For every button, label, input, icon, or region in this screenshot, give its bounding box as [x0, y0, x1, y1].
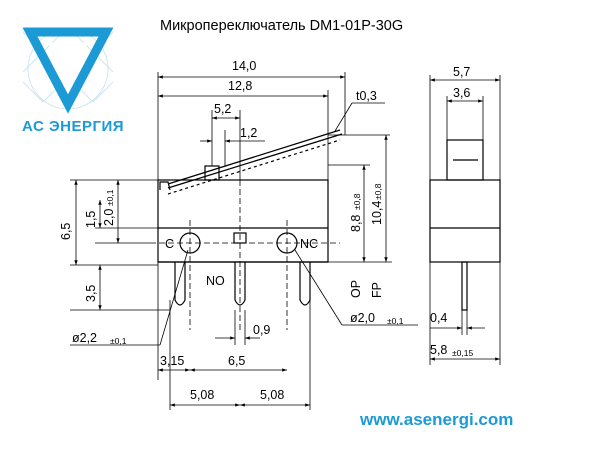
terminal-label-nc: NC [300, 237, 318, 251]
dim-3-5: 3,5 [84, 285, 98, 302]
triangle-v-logo-icon [22, 27, 114, 114]
dim-6-5-bottom: 6,5 [228, 354, 245, 368]
dim-8-8: 8,8 [349, 215, 363, 232]
dim-1-5: 1,5 [84, 211, 98, 228]
side-view-body [429, 179, 501, 263]
label-fp: FP [370, 282, 384, 298]
dim-d2-0: ø2,0 [350, 311, 375, 325]
dim-10-4-tol: ±0,8 [373, 183, 383, 200]
website-link[interactable]: www.asenergi.com [360, 410, 514, 429]
dim-5-8-tol: ±0,15 [452, 348, 473, 358]
dim-0-4: 0,4 [430, 311, 447, 325]
brand-name: АС ЭНЕРГИЯ [22, 118, 125, 135]
terminal-nc [299, 262, 311, 306]
dim-0-9: 0,9 [253, 323, 270, 337]
dim-12-8: 12,8 [228, 79, 252, 93]
dim-6-5-left: 6,5 [59, 223, 73, 240]
actuator-lever [167, 129, 341, 185]
dim-3-6: 3,6 [453, 86, 470, 100]
dim-5-08-a: 5,08 [190, 388, 214, 402]
dim-5-08-b: 5,08 [260, 388, 284, 402]
terminal-label-c: C [165, 237, 174, 251]
dim-5-8: 5,8 [430, 343, 447, 357]
dim-5-7: 5,7 [453, 65, 470, 79]
page-title: Микропереключатель DM1-01P-30G [160, 18, 404, 34]
dim-1-2: 1,2 [240, 126, 257, 140]
terminal-c [174, 262, 186, 306]
dim-3-15: 3,15 [160, 354, 184, 368]
dim-2-0-tol: ±0,1 [105, 189, 115, 206]
dim-8-8-tol: ±0,8 [352, 193, 362, 210]
dim-10-4: 10,4 [370, 201, 384, 225]
dim-d2-0-tol: ±0,1 [387, 316, 404, 326]
lever-pivot [159, 181, 171, 191]
terminal-no [234, 262, 246, 306]
side-view-pin [461, 261, 468, 311]
label-op: OP [349, 280, 363, 298]
dim-14-0: 14,0 [232, 59, 256, 73]
side-view-actuator [446, 139, 484, 181]
terminal-label-no: NO [206, 274, 225, 288]
dim-t0-3: t0,3 [356, 89, 377, 103]
dim-d2-2-tol: ±0,1 [110, 336, 127, 346]
dim-5-2: 5,2 [214, 102, 231, 116]
dim-d2-2: ø2,2 [72, 331, 97, 345]
dim-2-0: 2,0 [102, 209, 116, 226]
